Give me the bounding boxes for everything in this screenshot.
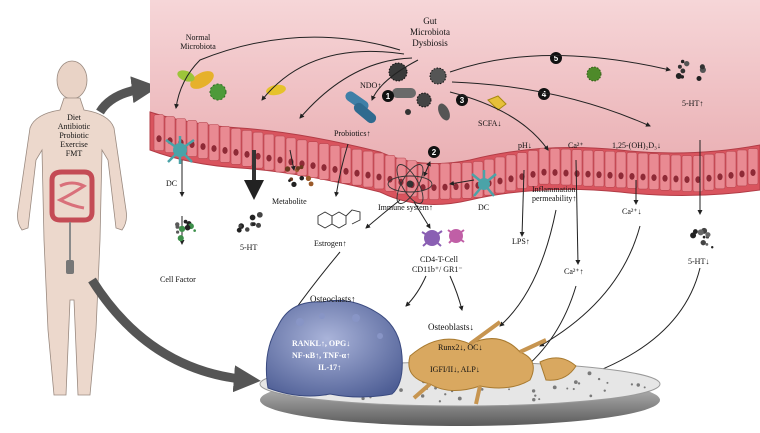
osteoblast-marker-line: IGFI/II↓, ALP↓ <box>430 365 480 374</box>
lps-label: LPS↑ <box>512 237 530 246</box>
pathway-badge-4: 4 <box>538 88 550 100</box>
serotonin-particles-icon <box>675 59 706 81</box>
gut-tissue <box>149 0 760 205</box>
osteoblast-cells-icon <box>408 320 577 405</box>
ph-label: pH↓ <box>518 141 532 150</box>
metabolite-label: Metabolite <box>272 197 307 206</box>
dendritic-cell-right-icon <box>471 170 497 197</box>
svg-text:3: 3 <box>460 96 465 105</box>
lifestyle-factors: Diet Antibiotic Probiotic Exercise FMT <box>58 113 91 158</box>
serotonin-right-label: 5-HT↓ <box>688 257 709 266</box>
immune-system-icon <box>387 164 433 204</box>
estrogen-molecule-icon <box>317 209 361 229</box>
svg-text:2: 2 <box>432 148 437 157</box>
pathway-badge-3: 3 <box>456 94 468 106</box>
immune-system-label: Immune system↑ <box>378 203 433 212</box>
calcium-mid-label: Ca²⁺↑ <box>564 267 584 276</box>
dendritic-cell-left-icon <box>165 136 195 164</box>
svg-text:Gut: Gut <box>423 16 437 26</box>
scfa-label: SCFA↓ <box>478 119 501 128</box>
probiotics-label: Probiotics↑ <box>334 129 370 138</box>
intestine-icon <box>49 169 95 223</box>
svg-text:5: 5 <box>554 54 559 63</box>
lifestyle-line: Exercise <box>60 140 88 149</box>
lifestyle-line: FMT <box>66 149 83 158</box>
svg-text:4: 4 <box>542 90 547 99</box>
osteoclast-marker-line: IL-17↑ <box>318 363 341 372</box>
probiotics-icon <box>345 91 377 124</box>
t-cell-icon <box>421 229 465 247</box>
pathway-arrows <box>174 36 703 386</box>
osteoclast-cell-icon <box>265 299 403 398</box>
cell-factor-particles-icon <box>175 219 196 242</box>
lifestyle-line: Diet <box>67 113 82 122</box>
serotonin-left-particles-icon <box>236 211 263 233</box>
gut-dysbiosis-label: Gut Microbiota Dysbiosis <box>410 16 450 48</box>
pathway-badge-2: 2 <box>428 146 440 158</box>
dendritic-cell-left-label: DC <box>166 179 177 188</box>
calcium-lumen-label: Ca²⁺ <box>568 141 584 150</box>
human-figure <box>17 60 127 396</box>
lifestyle-line: Antibiotic <box>58 122 91 131</box>
metabolite-particles-icon <box>284 165 314 188</box>
osteoclasts-label: Osteoclasts↑ <box>310 294 356 304</box>
osteoblast-marker-line: Runx2↓, OC↓ <box>438 343 482 352</box>
calcium-right-label: Ca²⁺↓ <box>622 207 642 216</box>
svg-text:Normal: Normal <box>186 33 211 42</box>
gut-link-arrow <box>96 76 159 115</box>
pathway-badge-1: 1 <box>382 90 394 102</box>
t-cell-label: CD4-T-Cell <box>420 255 459 264</box>
cell-factor-label: Cell Factor <box>160 275 196 284</box>
inflammation-label: Inflammation <box>532 185 576 194</box>
osteoclast-marker-line: NF-κB↑, TNF-α↑ <box>292 351 350 360</box>
serotonin-left-label: 5-HT <box>240 243 257 252</box>
ndo-label: NDO↑ <box>360 81 381 90</box>
estrogen-label: Estrogen↑ <box>314 239 346 248</box>
lumen-microbe-icon <box>586 66 602 82</box>
pathway-badge-5: 5 <box>550 52 562 64</box>
cd11b-label: CD11b⁺/ GR1⁻ <box>412 265 463 274</box>
svg-text:Microbiota: Microbiota <box>410 27 450 37</box>
serotonin-right-particles-icon <box>690 227 714 249</box>
dendritic-cell-right-label: DC <box>478 203 489 212</box>
svg-text:Microbiota: Microbiota <box>180 42 216 51</box>
normal-microbiota-icon <box>177 70 286 101</box>
svg-text:1: 1 <box>386 92 391 101</box>
serotonin-lumen-label: 5-HT↑ <box>682 99 703 108</box>
lifestyle-line: Probiotic <box>59 131 89 140</box>
scfa-molecule-icon <box>487 95 507 111</box>
osteoblasts-label: Osteoblasts↓ <box>428 322 474 332</box>
svg-text:Dysbiosis: Dysbiosis <box>412 38 448 48</box>
bone-link-arrow <box>88 277 261 393</box>
permeability-label: permeability↑ <box>532 194 576 203</box>
normal-microbiota-label: Normal Microbiota <box>180 33 216 51</box>
osteoclast-marker-line: RANKL↑, OPG↓ <box>292 339 350 348</box>
epithelial-cells <box>153 114 759 200</box>
vitamin-d-label: 1,25-(OH)₂D₃↓ <box>612 141 661 150</box>
